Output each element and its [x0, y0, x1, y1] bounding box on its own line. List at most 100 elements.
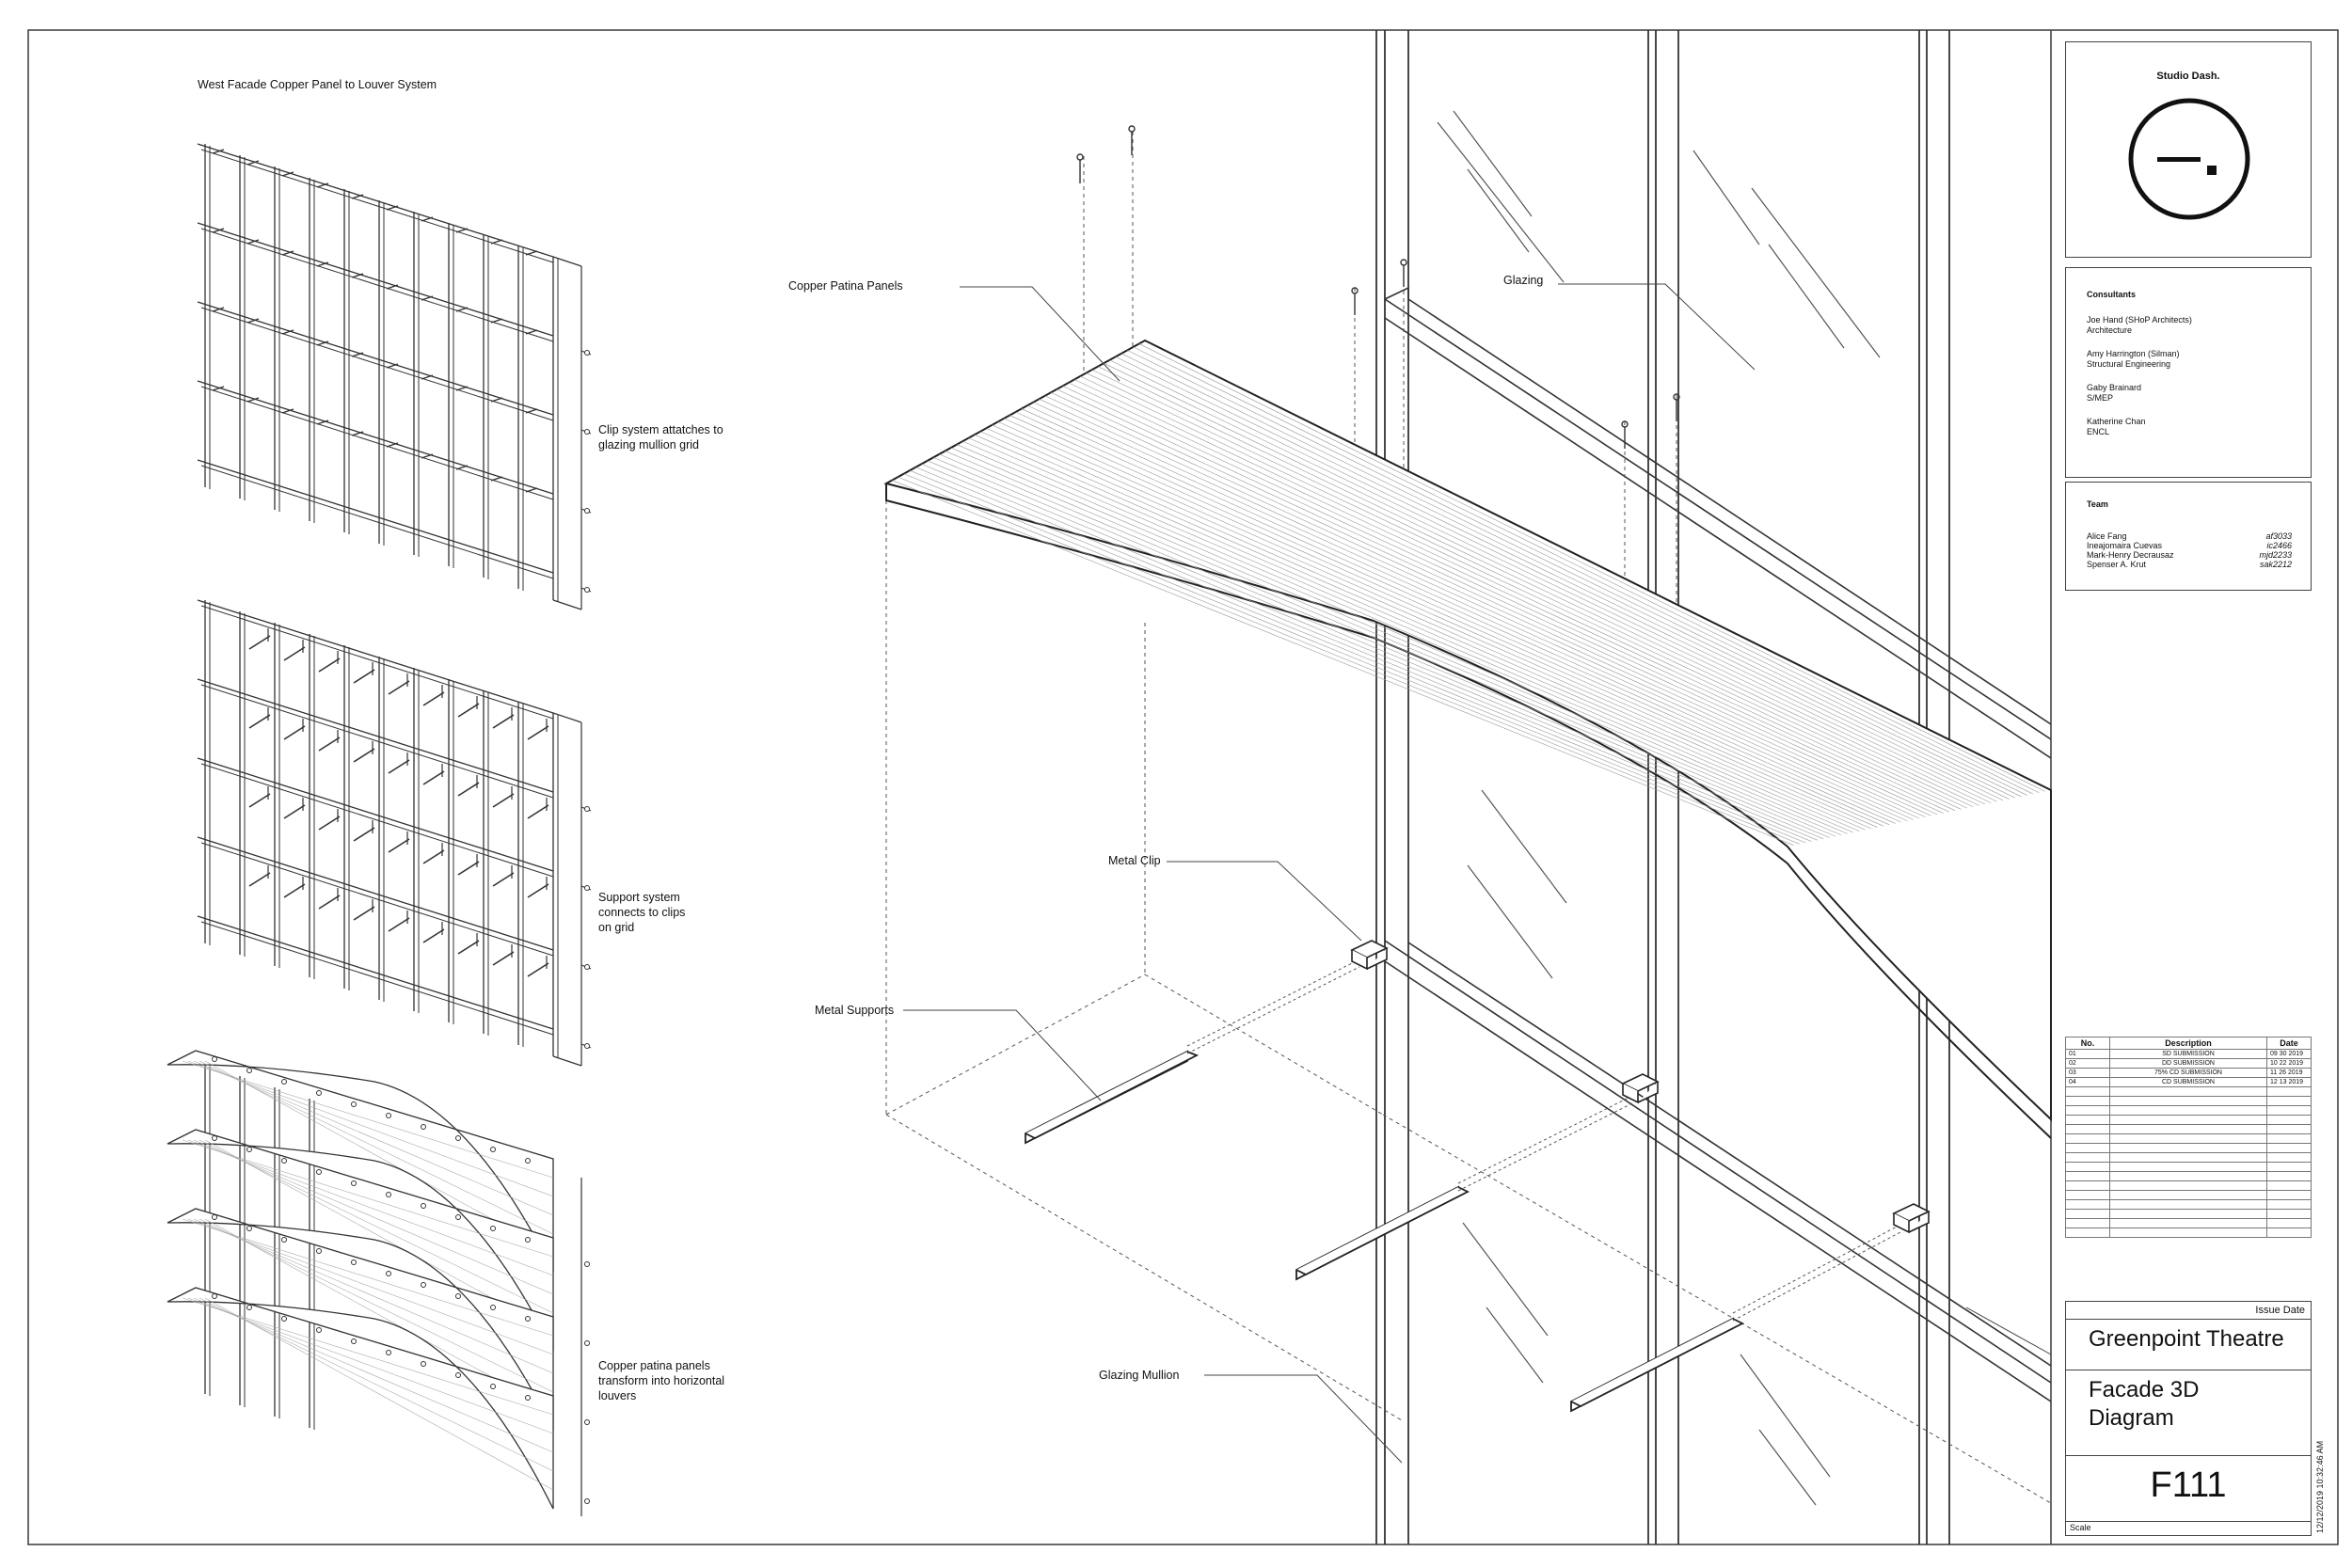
grid-clip [584, 885, 590, 891]
consultant-role: Architecture [2087, 325, 2133, 335]
grid-support [492, 951, 515, 966]
louver-panel-line [193, 1218, 554, 1374]
grid-support [457, 703, 480, 718]
grid-clip [584, 1340, 590, 1346]
panel-seam-line [1033, 402, 1938, 816]
diagram-line [200, 149, 554, 263]
panel-seam-line [898, 476, 1800, 845]
louver-panel-line [199, 1297, 554, 1472]
grid-clip [455, 386, 469, 391]
grid-clip [281, 250, 294, 256]
grid-support [318, 657, 341, 673]
callout-metal-clip: Metal Clip [1108, 854, 1161, 867]
panel-seam-line [1039, 398, 1944, 814]
grid-support [353, 906, 375, 921]
issue-date-label: Issue Date [2255, 1305, 2305, 1316]
louver-panel-line [199, 1218, 554, 1393]
revision-row [2065, 1096, 2312, 1106]
revision-cell [2065, 1124, 2110, 1134]
grid-support [248, 714, 271, 729]
grid-clip [386, 1113, 391, 1118]
louver-panel-line [199, 1139, 554, 1314]
revision-cell [2065, 1218, 2110, 1228]
revision-row [2065, 1086, 2312, 1097]
consultants-heading: Consultants [2087, 290, 2137, 299]
grid-clip [421, 216, 434, 222]
diagram-line [200, 307, 554, 421]
callout-leaders [903, 283, 2052, 1464]
grid-clip [351, 1338, 357, 1344]
grid-clip [246, 160, 260, 166]
panel-seam-line [1115, 356, 2022, 798]
grid-clip [281, 1316, 287, 1322]
panel-seam-line [1015, 411, 1920, 819]
team-member-id: mjd2233 [2259, 550, 2292, 560]
panel-seam-line [1003, 418, 1908, 822]
revision-cell [2266, 1227, 2312, 1238]
grid-clip [281, 1079, 287, 1085]
grid-clip [584, 508, 590, 514]
revision-cell [2065, 1199, 2110, 1210]
team-member-name: Ineajomaira Cuevas [2087, 541, 2163, 550]
panel-seam-line [1097, 366, 2004, 801]
panel-seam-line [974, 434, 1878, 828]
panel-seam-line [1080, 375, 1986, 805]
panel-seam-line [997, 421, 1902, 823]
revision-row [2065, 1180, 2312, 1191]
grid-support [527, 962, 549, 977]
revision-cell [2266, 1199, 2312, 1210]
grid-clip [212, 386, 225, 391]
revision-row [2065, 1143, 2312, 1153]
callout-metal-supports: Metal Supports [815, 1004, 895, 1017]
grid-clip [246, 1147, 252, 1152]
panel-seam-line [1057, 388, 1962, 810]
grid-support [353, 748, 375, 763]
grid-clip [421, 1203, 426, 1209]
revision-cell [2109, 1190, 2267, 1200]
diagram-line [200, 228, 554, 342]
grid-clip [490, 1384, 496, 1389]
team-heading: Team [2087, 499, 2108, 509]
revision-cell [2266, 1124, 2312, 1134]
revision-cell [2109, 1227, 2267, 1238]
panel-seam-line [986, 427, 1890, 826]
revision-cell [2266, 1162, 2312, 1172]
grid-clip [525, 1316, 531, 1322]
grid-support [388, 680, 410, 695]
panel-seam-line [956, 444, 1860, 832]
grid-clip [351, 1180, 357, 1186]
horizontal-mullions [1384, 286, 2052, 1402]
revision-cell [2109, 1152, 2267, 1163]
louver-panel [167, 1129, 554, 1352]
grid-clip [281, 1158, 287, 1164]
louver-panel-line [193, 1297, 554, 1453]
grid-clip [525, 487, 538, 493]
diagram-line [200, 684, 554, 799]
revision-header: Description [2109, 1037, 2267, 1050]
panel-seam-line [903, 473, 1806, 844]
grid-clip [316, 1327, 322, 1333]
louver-panel-line [193, 1060, 554, 1216]
grid-clip [351, 1101, 357, 1107]
grid-clip [351, 431, 364, 436]
callout-glazing-mullion: Glazing Mullion [1099, 1369, 1180, 1382]
revision-row [2065, 1218, 2312, 1228]
firm-name: Studio Dash. [2156, 71, 2220, 82]
revision-cell: 01 [2065, 1049, 2110, 1059]
panel-seam-line [892, 480, 1794, 846]
grid-clip [421, 374, 434, 380]
drawing-title-line-2: Diagram [2089, 1405, 2174, 1431]
step-diagram-support-system [197, 599, 592, 1067]
step-2-caption: Support system connects to clips on grid [598, 890, 685, 935]
revision-cell: CD SUBMISSION [2109, 1077, 2267, 1087]
revision-row [2065, 1105, 2312, 1116]
grid-support [283, 725, 306, 740]
grid-support [388, 759, 410, 774]
louver-panel-line [187, 1060, 554, 1197]
